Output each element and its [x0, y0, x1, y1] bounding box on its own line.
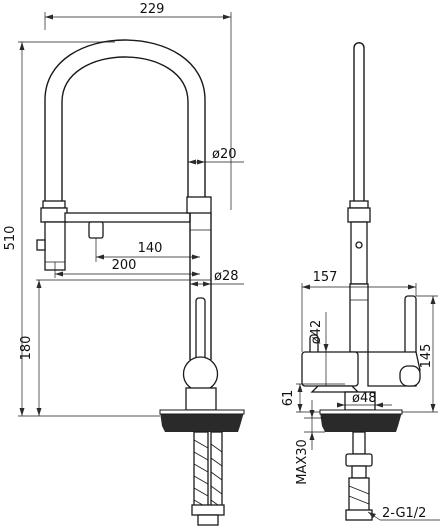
side-base — [320, 392, 402, 520]
label-229: 229 — [140, 2, 165, 17]
spring-hose — [45, 40, 205, 205]
deck-base — [160, 410, 244, 432]
label-157: 157 — [313, 270, 338, 285]
dim-base-height — [36, 280, 190, 416]
label-61: 61 — [281, 390, 296, 407]
label-max30: MAX30 — [295, 439, 310, 485]
label-d42: ø42 — [309, 320, 324, 345]
label-180: 180 — [19, 336, 34, 361]
holder-arm — [65, 213, 190, 238]
label-g12: 2-G1/2 — [382, 506, 426, 521]
label-200: 200 — [112, 258, 137, 273]
front-view — [37, 40, 244, 525]
label-145: 145 — [419, 344, 434, 369]
label-510: 510 — [3, 226, 18, 251]
label-d28: ø28 — [214, 269, 239, 284]
supply-hoses — [192, 432, 224, 525]
label-140: 140 — [138, 241, 163, 256]
side-handle — [368, 296, 420, 386]
label-d20: ø20 — [212, 147, 237, 162]
label-d48: ø48 — [352, 391, 377, 406]
side-spout — [348, 43, 370, 352]
spray-head — [37, 201, 67, 270]
tap-body — [184, 197, 218, 410]
